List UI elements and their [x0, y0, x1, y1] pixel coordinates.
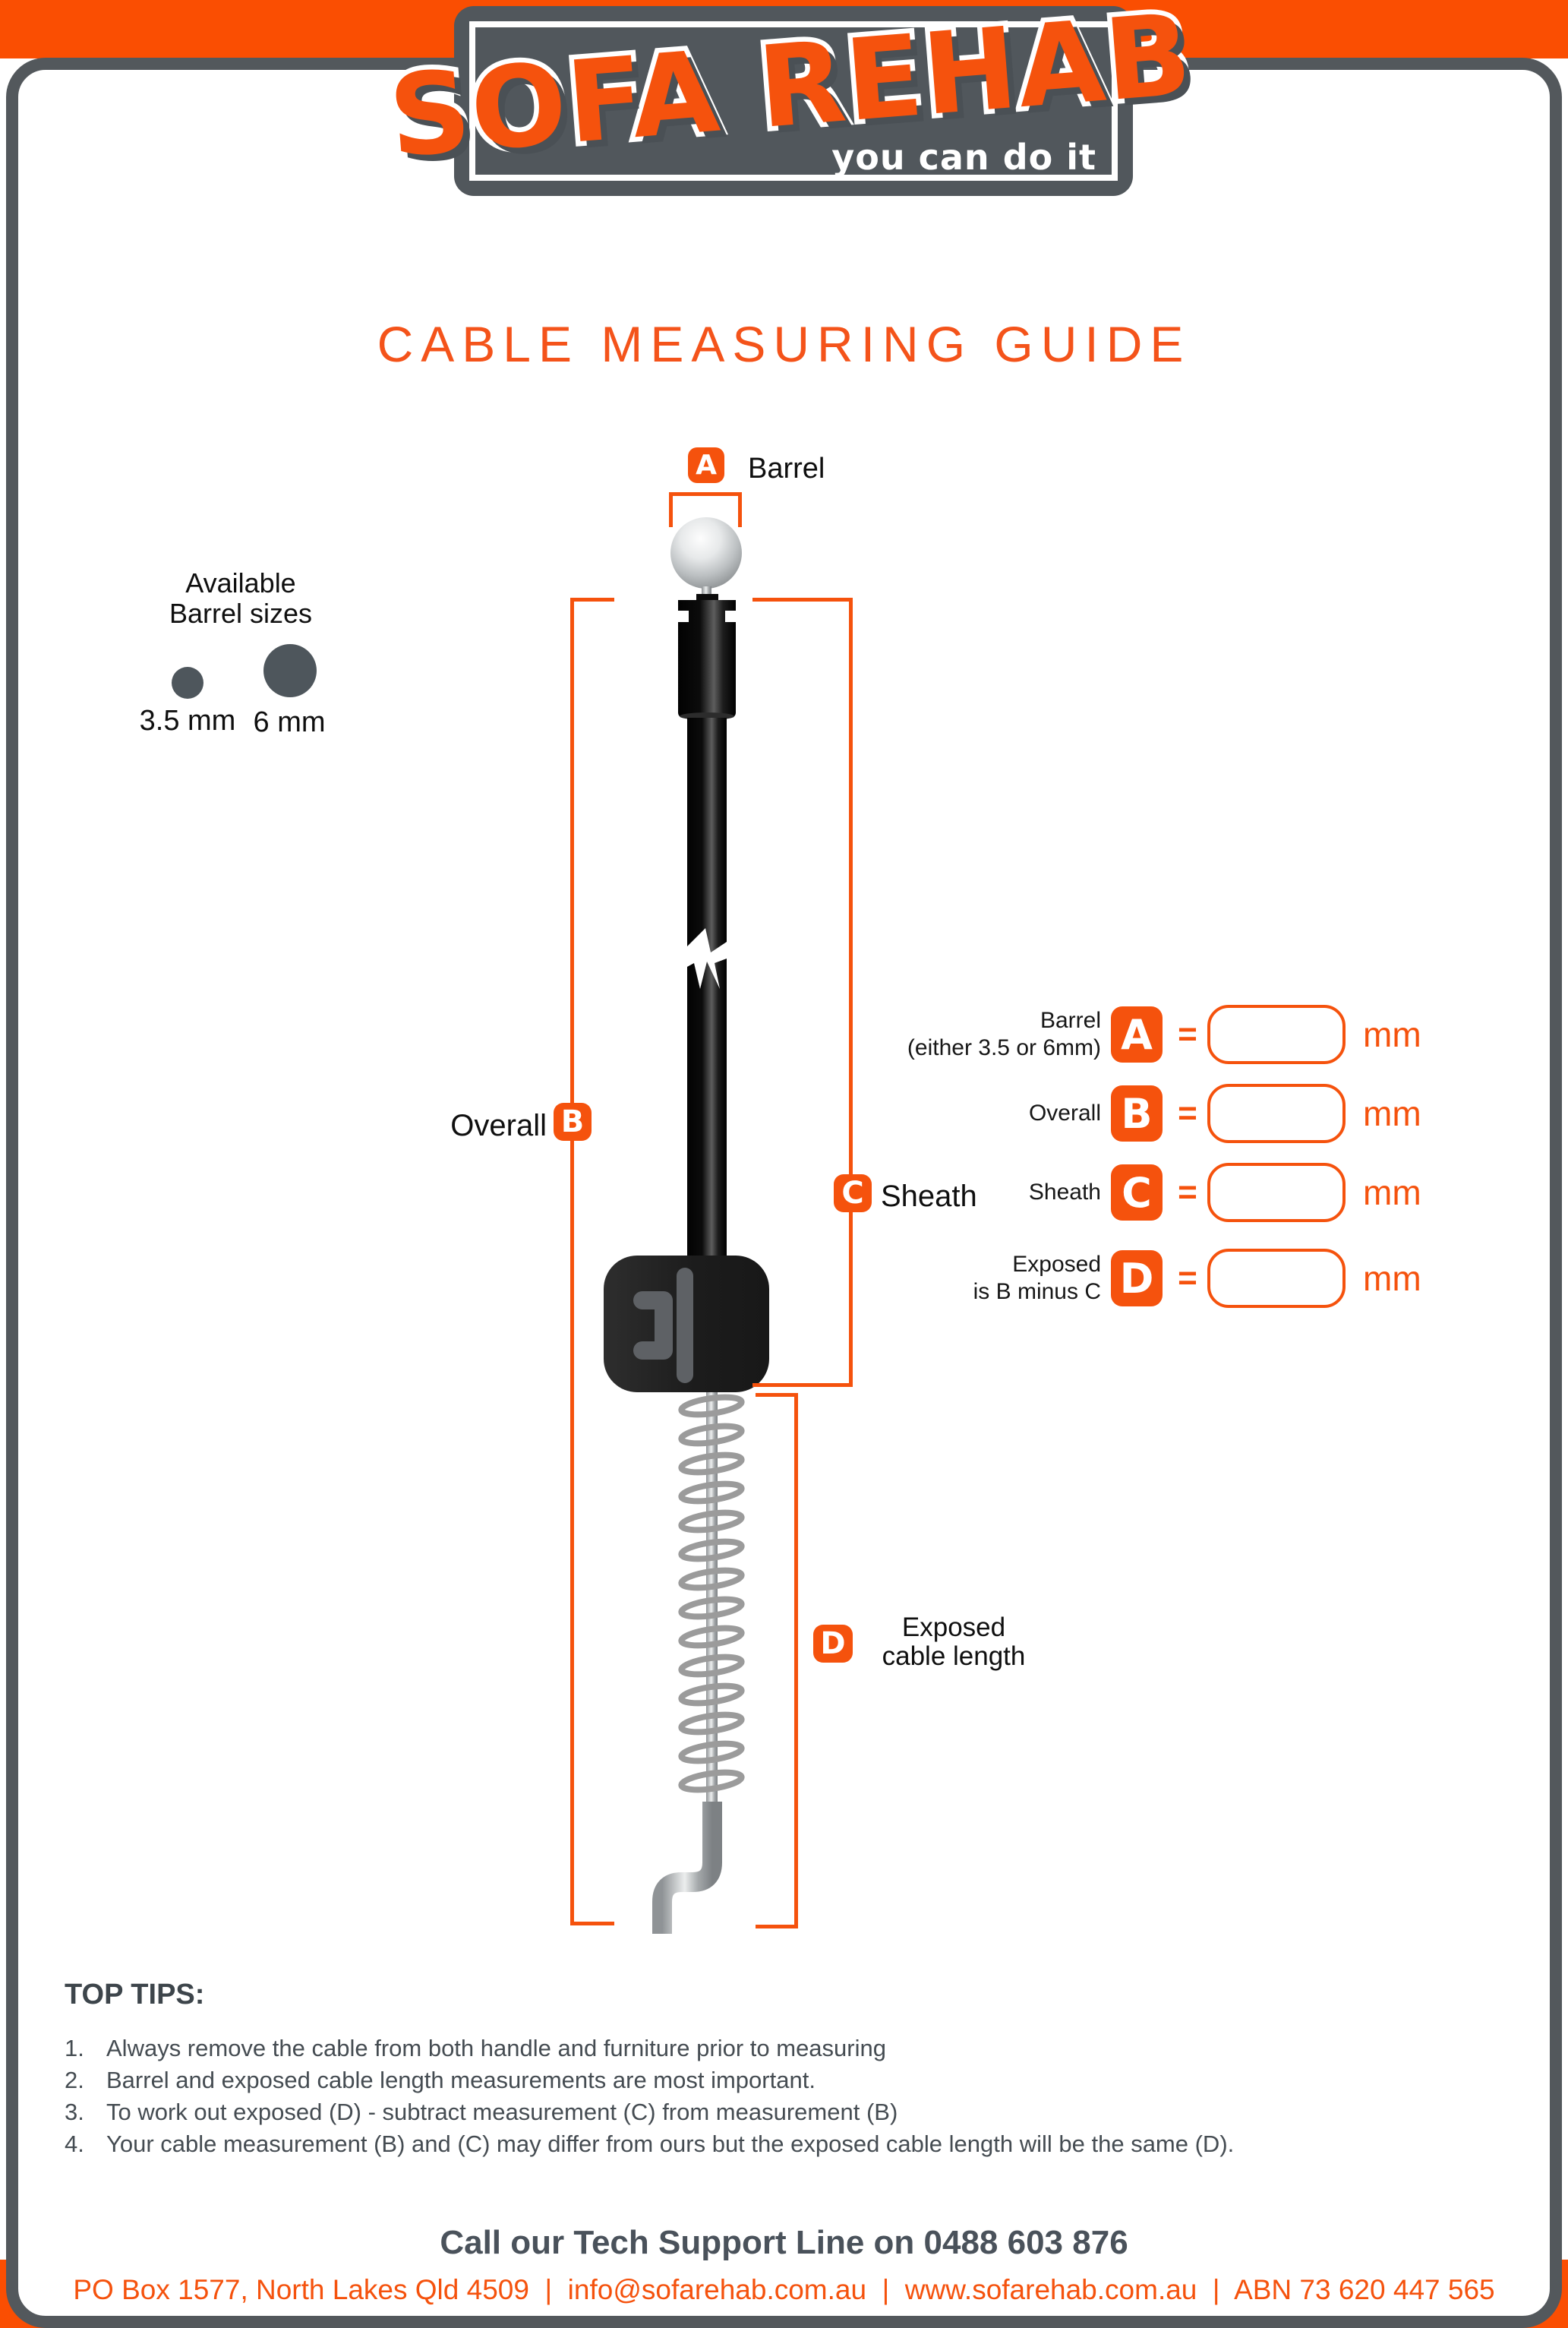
unit-mm-d: mm [1363, 1259, 1421, 1298]
form-badge-b: B [1111, 1085, 1163, 1142]
bracket-a-barrel [669, 492, 742, 527]
spring-coils [678, 1394, 745, 1793]
form-badge-d: D [1111, 1250, 1163, 1306]
cable-bent-end [652, 1802, 722, 1934]
form-label-overall: Overall [797, 1100, 1101, 1127]
form-row-a: Barrel (either 3.5 or 6mm) A = mm [0, 997, 1568, 1072]
equals-sign-c: = [1178, 1173, 1197, 1211]
tip-3-number: 3. [65, 2099, 84, 2125]
cable-sheath [687, 718, 727, 1256]
tip-2-number: 2. [65, 2067, 84, 2093]
form-row-b: Overall B = mm [0, 1076, 1568, 1151]
barrel-dot-6mm [263, 644, 317, 697]
form-label-d-line2: is B minus C [973, 1279, 1101, 1304]
form-label-a-line1: Barrel [1040, 1008, 1101, 1033]
page-title: CABLE MEASURING GUIDE [377, 316, 1191, 372]
form-label-sheath: Sheath [797, 1179, 1101, 1206]
top-tips-heading: TOP TIPS: [65, 1979, 205, 2011]
available-line2: Barrel sizes [169, 598, 313, 629]
tip-1-text: Always remove the cable from both handle… [106, 2035, 886, 2061]
form-label-b-line1: Overall [1028, 1101, 1101, 1126]
barrel-ball [670, 517, 742, 589]
form-label-barrel: Barrel (either 3.5 or 6mm) [797, 1007, 1101, 1062]
tip-item-1: 1. Always remove the cable from both han… [65, 2033, 1515, 2064]
diagram-label-sheath: Sheath [881, 1180, 977, 1213]
top-tips-list: 1. Always remove the cable from both han… [65, 2033, 1515, 2160]
form-label-a-line2: (either 3.5 or 6mm) [907, 1035, 1101, 1060]
tip-item-2: 2. Barrel and exposed cable length measu… [65, 2064, 1515, 2096]
form-label-d-line1: Exposed [1012, 1252, 1101, 1277]
diagram-label-barrel: Barrel [748, 453, 825, 485]
available-line1: Available [185, 567, 296, 599]
logo-tagline: you can do it [831, 137, 1096, 178]
available-barrel-sizes-heading: Available Barrel sizes [112, 568, 370, 629]
cable-connector [678, 600, 736, 718]
diagram-badge-a: A [688, 447, 724, 483]
diagram-label-overall: Overall [450, 1109, 547, 1142]
footer-contact-line: PO Box 1577, North Lakes Qld 4509 | info… [73, 2274, 1495, 2305]
form-badge-a: A [1111, 1006, 1163, 1063]
equals-sign-b: = [1178, 1095, 1197, 1132]
tip-4-number: 4. [65, 2131, 84, 2157]
diagram-badge-c: C [834, 1174, 872, 1212]
diagram-badge-b: B [554, 1103, 592, 1141]
sheath-measurement-input[interactable] [1207, 1163, 1346, 1222]
logo-banner: SOFA REHAB you can do it [380, 0, 1201, 196]
exposed-measurement-input[interactable] [1207, 1249, 1346, 1308]
form-row-c: Sheath C = mm [0, 1155, 1568, 1230]
tip-4-text: Your cable measurement (B) and (C) may d… [106, 2131, 1235, 2157]
diagram-label-exposed-cable-length: Exposed cable length [864, 1613, 1043, 1671]
tip-1-number: 1. [65, 2035, 84, 2061]
barrel-measurement-input[interactable] [1207, 1005, 1346, 1064]
unit-mm-c: mm [1363, 1173, 1421, 1212]
tech-support-line: Call our Tech Support Line on 0488 603 8… [440, 2224, 1128, 2261]
cable-break-mark [686, 928, 727, 989]
exposed-label-line2: cable length [882, 1641, 1026, 1671]
plug-clip-glyph [633, 1291, 673, 1360]
bracket-b-overall [570, 598, 614, 1925]
equals-sign-a: = [1178, 1016, 1197, 1053]
overall-measurement-input[interactable] [1207, 1084, 1346, 1143]
bracket-d-exposed [756, 1393, 798, 1928]
barrel-dot-3-5mm [172, 667, 203, 699]
tip-3-text: To work out exposed (D) - subtract measu… [106, 2099, 898, 2125]
unit-mm-b: mm [1363, 1094, 1421, 1133]
exposed-label-line1: Exposed [901, 1613, 1006, 1642]
bracket-c-sheath [752, 598, 853, 1387]
connector-cap [696, 594, 718, 601]
logo-inner-frame [469, 21, 1118, 181]
tip-item-3: 3. To work out exposed (D) - subtract me… [65, 2096, 1515, 2128]
tip-2-text: Barrel and exposed cable length measurem… [106, 2067, 816, 2093]
form-badge-c: C [1111, 1164, 1163, 1221]
form-row-d: Exposed is B minus C D = mm [0, 1240, 1568, 1316]
barrel-size-large-label: 6 mm [253, 706, 326, 738]
tip-item-4: 4. Your cable measurement (B) and (C) ma… [65, 2128, 1515, 2160]
equals-sign-d: = [1178, 1259, 1197, 1297]
form-label-c-line1: Sheath [1028, 1180, 1101, 1205]
barrel-size-small-label: 3.5 mm [139, 705, 236, 737]
unit-mm-a: mm [1363, 1015, 1421, 1054]
barrel-pin [702, 586, 711, 596]
form-label-exposed: Exposed is B minus C [797, 1251, 1101, 1306]
diagram-badge-d: D [813, 1625, 853, 1663]
